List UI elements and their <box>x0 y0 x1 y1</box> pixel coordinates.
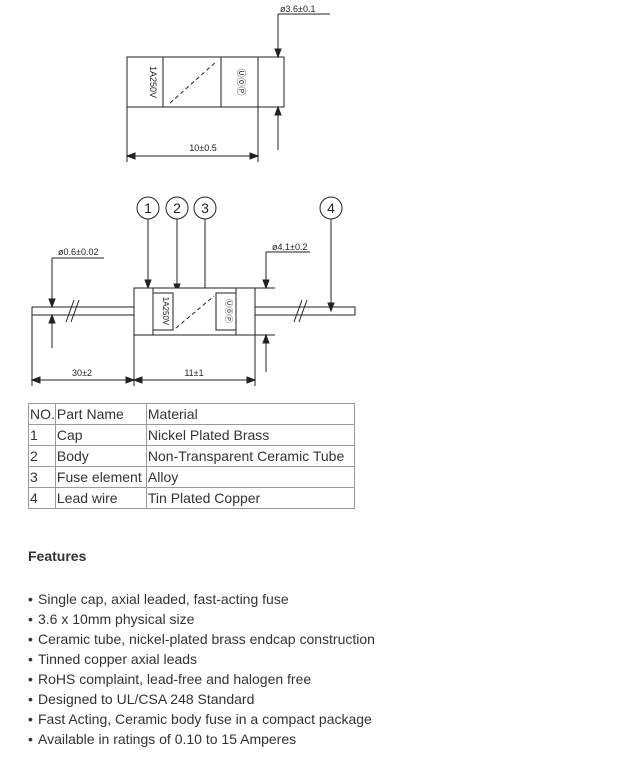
lead-break-left-1 <box>65 299 75 323</box>
bullet-icon: • <box>28 651 33 667</box>
top-view: 1A250V Ⓤ⓪Ⓟ ø3.6±0.1 10±0.5 <box>125 4 330 162</box>
top-len-arrow-left <box>125 152 136 160</box>
row-part-name: Lead wire <box>54 487 147 509</box>
row-material: Non-Transparent Ceramic Tube <box>145 445 355 467</box>
list-item: • Designed to UL/CSA 248 Standard <box>28 689 375 709</box>
side-dim-arrow-lower <box>262 333 270 344</box>
bullet-icon: • <box>28 671 33 687</box>
row-no: 3 <box>28 466 56 488</box>
bullet-icon: • <box>28 711 33 727</box>
lead-dim-arrow-lower <box>48 313 56 324</box>
features-list: • Single cap, axial leaded, fast-acting f… <box>28 589 375 749</box>
top-right-cap <box>220 56 259 108</box>
feature-text: Designed to UL/CSA 248 Standard <box>38 691 255 707</box>
header-material: Material <box>145 403 355 425</box>
lead-len-arrow-right <box>125 376 136 384</box>
side-body-diagonal <box>175 295 215 329</box>
top-left-cap <box>126 56 164 108</box>
callout-3-label: 3 <box>201 200 209 216</box>
top-body-diagonal <box>169 60 218 104</box>
top-dim-arrow-upper <box>274 48 282 59</box>
bullet-icon: • <box>28 691 33 707</box>
row-part-name: Fuse element <box>54 466 147 488</box>
parts-table-header-row: NO. Part Name Material <box>28 403 355 425</box>
table-row: 1 Cap Nickel Plated Brass <box>28 424 355 446</box>
top-dim-arrow-lower <box>274 105 282 116</box>
callout-2-label: 2 <box>173 200 181 216</box>
top-body-marking: 1A250V <box>148 66 158 98</box>
list-item: • Available in ratings of 0.10 to 15 Ampe… <box>28 729 375 749</box>
feature-text: Available in ratings of 0.10 to 15 Amper… <box>38 731 297 747</box>
side-right-label-band <box>215 292 237 331</box>
side-len-arrow-left <box>132 376 143 384</box>
list-item: • 3.6 x 10mm physical size <box>28 609 375 629</box>
list-item: • Tinned copper axial leads <box>28 649 375 669</box>
side-body-marking: 1A250V <box>161 297 170 326</box>
side-dim-arrow-upper <box>262 279 270 290</box>
parts-table: NO. Part Name Material 1 Cap Nickel Plat… <box>28 403 355 509</box>
bullet-icon: • <box>28 611 33 627</box>
lead-wire-left <box>31 306 135 316</box>
row-part-name: Body <box>54 445 147 467</box>
callout-1-arrow <box>144 279 152 290</box>
lead-break-right-2 <box>298 299 308 323</box>
list-item: • RoHS complaint, lead-free and halogen f… <box>28 669 375 689</box>
side-endcap-marking: Ⓤ⓪Ⓟ <box>224 299 233 323</box>
bullet-icon: • <box>28 591 33 607</box>
row-material: Nickel Plated Brass <box>145 424 355 446</box>
table-row: 4 Lead wire Tin Plated Copper <box>28 487 355 509</box>
top-dim-length-label: 10±0.5 <box>189 143 216 153</box>
header-no: NO. <box>28 403 56 425</box>
fuse-technical-drawing: 1A250V Ⓤ⓪Ⓟ ø3.6±0.1 10±0.5 1 2 3 4 <box>30 4 356 386</box>
feature-text: Ceramic tube, nickel-plated brass endcap… <box>38 631 375 647</box>
row-material: Alloy <box>145 466 355 488</box>
callout-4-label: 4 <box>327 200 335 216</box>
list-item: • Fast Acting, Ceramic body fuse in a com… <box>28 709 375 729</box>
lead-len-arrow-left <box>30 376 41 384</box>
side-view: 1A250V Ⓤ⓪Ⓟ ø0.6±0.02 ø4.1±0.2 30±2 11±1 <box>30 242 356 386</box>
row-no: 4 <box>28 487 56 509</box>
top-len-arrow-right <box>249 152 260 160</box>
top-endcap-marking: Ⓤ⓪Ⓟ <box>236 68 246 95</box>
lead-dim-arrow-upper <box>48 298 56 309</box>
lead-wire-right <box>254 306 356 316</box>
feature-text: Fast Acting, Ceramic body fuse in a comp… <box>38 711 372 727</box>
bullet-icon: • <box>28 631 33 647</box>
lead-break-right-1 <box>293 299 303 323</box>
bullet-icon: • <box>28 731 33 747</box>
row-material: Tin Plated Copper <box>145 487 355 509</box>
lead-break-left-2 <box>70 299 80 323</box>
row-part-name: Cap <box>54 424 147 446</box>
feature-text: RoHS complaint, lead-free and halogen fr… <box>38 671 312 687</box>
side-body-outline <box>133 287 256 336</box>
feature-text: Single cap, axial leaded, fast-acting fu… <box>38 591 289 607</box>
feature-text: 3.6 x 10mm physical size <box>38 611 195 627</box>
row-no: 2 <box>28 445 56 467</box>
lead-dim-length-label: 30±2 <box>72 368 92 378</box>
table-row: 2 Body Non-Transparent Ceramic Tube <box>28 445 355 467</box>
table-row: 3 Fuse element Alloy <box>28 466 355 488</box>
list-item: • Ceramic tube, nickel-plated brass endca… <box>28 629 375 649</box>
side-len-arrow-right <box>246 376 257 384</box>
side-left-label-band <box>152 292 174 331</box>
callout-1-label: 1 <box>144 200 152 216</box>
features-heading: Features <box>28 548 87 564</box>
feature-text: Tinned copper axial leads <box>38 651 198 667</box>
header-part-name: Part Name <box>54 403 147 425</box>
lead-dim-diameter-label: ø0.6±0.02 <box>58 247 98 257</box>
row-no: 1 <box>28 424 56 446</box>
side-dim-length-label: 11±1 <box>184 368 203 378</box>
list-item: • Single cap, axial leaded, fast-acting f… <box>28 589 375 609</box>
side-dim-diameter-label: ø4.1±0.2 <box>272 242 307 252</box>
top-dim-diameter-label: ø3.6±0.1 <box>280 4 315 14</box>
